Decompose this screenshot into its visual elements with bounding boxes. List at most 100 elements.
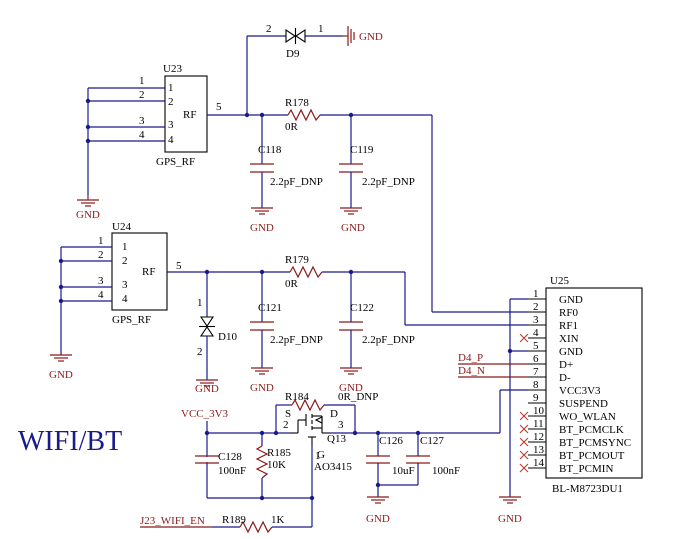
svg-text:2: 2 [122, 255, 128, 267]
d9-diode: 2 1 D9 [244, 23, 343, 118]
u25-ground-wiring: GND [498, 298, 528, 525]
svg-text:C128: C128 [218, 451, 242, 463]
u25-pin-name: SUSPEND [559, 398, 608, 410]
u24-pin-wires [58, 246, 262, 355]
u25-ref: U25 [550, 275, 569, 287]
svg-text:R179: R179 [285, 254, 309, 266]
r185-resistor: R185 10K [255, 433, 291, 501]
svg-text:4: 4 [122, 293, 128, 305]
svg-text:3: 3 [122, 279, 128, 291]
svg-text:1: 1 [122, 241, 128, 253]
d10-diode: 1 2 D10 GND [195, 269, 237, 395]
svg-text:GND: GND [250, 222, 274, 234]
u23-ref: U23 [163, 63, 182, 75]
svg-text:0R: 0R [285, 121, 299, 133]
svg-text:GND: GND [339, 382, 363, 394]
u25-part: BL-M8723DU1 [552, 483, 623, 495]
svg-text:2: 2 [197, 346, 203, 358]
c121-capacitor: C121 2.2pF_DNP GND [250, 272, 323, 394]
u25-pin-name: BT_PCMSYNC [559, 437, 631, 449]
svg-text:C127: C127 [420, 435, 444, 447]
svg-text:100nF: 100nF [218, 465, 246, 477]
u25-pin-number: 3 [533, 314, 539, 326]
u25-pin-number: 6 [533, 353, 539, 365]
svg-text:R185: R185 [267, 447, 291, 459]
svg-text:5: 5 [216, 101, 222, 113]
u25-pin-number: 14 [533, 457, 545, 469]
u25-pin-name: D- [559, 372, 571, 384]
r179-resistor: R179 0R [259, 254, 405, 290]
gnd-d9: GND [343, 26, 383, 46]
u25-pin-number: 2 [533, 301, 539, 313]
svg-text:3: 3 [168, 119, 174, 131]
svg-text:2.2pF_DNP: 2.2pF_DNP [270, 176, 323, 188]
c118-capacitor: C118 2.2pF_DNP GND [250, 115, 323, 234]
c126-capacitor: C126 10uF [366, 433, 415, 485]
u24-name: GPS_RF [112, 314, 151, 326]
svg-text:10uF: 10uF [392, 465, 415, 477]
svg-text:1: 1 [318, 23, 324, 35]
svg-text:2: 2 [283, 419, 289, 431]
u23-sig: RF [183, 109, 196, 121]
svg-text:0R: 0R [285, 278, 299, 290]
u23-pin-wires [85, 87, 262, 195]
svg-text:2.2pF_DNP: 2.2pF_DNP [362, 176, 415, 188]
net-d4-p: D4_P [458, 352, 483, 364]
gnd-u23: GND [76, 195, 100, 221]
svg-text:C122: C122 [350, 302, 374, 314]
svg-text:R184: R184 [285, 391, 309, 403]
u25-pin-number: 12 [533, 431, 544, 443]
u25-pin-name: BT_PCMCLK [559, 424, 624, 436]
u25-pin-number: 11 [533, 418, 544, 430]
u25-pin-number: 7 [533, 366, 539, 378]
svg-text:1: 1 [197, 297, 203, 309]
u25-pin-number: 5 [533, 340, 539, 352]
svg-text:GND: GND [341, 222, 365, 234]
svg-text:2: 2 [139, 89, 145, 101]
gnd-u24: GND [49, 354, 73, 381]
svg-text:4: 4 [139, 129, 145, 141]
svg-text:GND: GND [76, 209, 100, 221]
svg-text:1: 1 [168, 82, 174, 94]
net-wifi-en: J23_WIFI_EN [140, 515, 205, 527]
svg-text:4: 4 [98, 289, 104, 301]
usb-nets: D4_P D4_N [458, 352, 528, 378]
u25-pin-name: BT_PCMOUT [559, 450, 625, 462]
svg-text:2: 2 [98, 249, 104, 261]
svg-text:G: G [317, 449, 325, 461]
q13-ref: Q13 [327, 433, 346, 445]
svg-text:1K: 1K [271, 514, 285, 526]
svg-text:3: 3 [139, 115, 145, 127]
u23-connector: U23 GPS_RF RF 1 2 3 4 1 2 3 4 5 [139, 63, 222, 168]
svg-text:3: 3 [98, 275, 104, 287]
svg-text:10K: 10K [267, 459, 286, 471]
svg-text:GND: GND [498, 513, 522, 525]
svg-text:GND: GND [359, 31, 383, 43]
svg-text:5: 5 [176, 260, 182, 272]
svg-text:GND: GND [195, 383, 219, 395]
u25-pin-name: VCC3V3 [559, 385, 601, 397]
svg-text:RF: RF [142, 266, 155, 278]
u24-connector: U24 GPS_RF RF 1 2 3 4 1 2 3 4 5 [98, 221, 182, 326]
u25-pin-number: 13 [533, 444, 545, 456]
svg-text:C118: C118 [258, 144, 282, 156]
c127-capacitor: C127 100nF GND [366, 433, 460, 525]
sheet-title: WIFI/BT [18, 426, 122, 457]
u24-ref: U24 [112, 221, 131, 233]
u25-pin-name: WO_WLAN [559, 411, 616, 423]
c128-capacitor: C128 100nF [195, 451, 246, 477]
vcc-feed [330, 389, 528, 436]
u25-pin-name: GND [559, 294, 583, 306]
svg-text:2: 2 [266, 23, 272, 35]
svg-text:R178: R178 [285, 97, 309, 109]
vcc-3v3-rail: VCC_3V3 [181, 408, 310, 499]
q13-mosfet: S D G 2 1 3 Q13 AO3415 [283, 408, 352, 522]
svg-text:2.2pF_DNP: 2.2pF_DNP [362, 334, 415, 346]
q13-part: AO3415 [314, 461, 352, 473]
svg-text:C121: C121 [258, 302, 282, 314]
u25-pin-number: 8 [533, 379, 539, 391]
u25-pin-number: 4 [533, 327, 539, 339]
svg-text:1: 1 [98, 235, 104, 247]
vcc-3v3-label: VCC_3V3 [181, 408, 229, 420]
